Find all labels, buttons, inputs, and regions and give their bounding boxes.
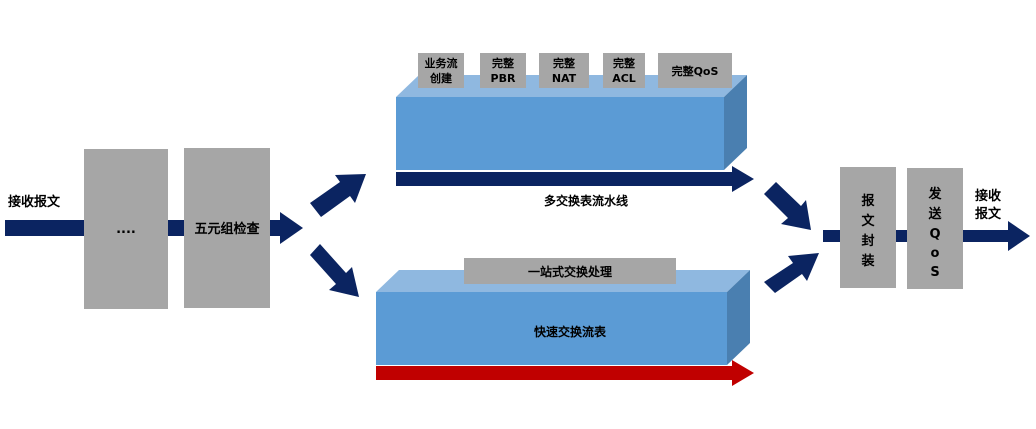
output-arrow xyxy=(963,221,1030,251)
connector-bar-2 xyxy=(896,230,908,242)
fast-table-box-side xyxy=(727,270,750,365)
encap-char-1: 报 xyxy=(861,194,875,209)
tag-pbr xyxy=(480,53,526,88)
tag-flow-create xyxy=(418,53,464,88)
five-tuple-box xyxy=(184,148,270,308)
five-tuple-label: 五元组检查 xyxy=(194,221,260,237)
send-qos-char-1: 发 xyxy=(927,186,942,202)
down-branch-arrow xyxy=(310,244,359,297)
send-qos-box xyxy=(907,168,963,289)
tag-acl-line2: ACL xyxy=(612,72,636,85)
fast-table-box-front xyxy=(376,292,727,365)
connector-bar xyxy=(823,230,841,242)
tag-pbr-line1: 完整 xyxy=(492,56,514,70)
tag-flow-create-line1: 业务流 xyxy=(425,56,458,70)
tag-flow-create-line2: 创建 xyxy=(429,71,453,85)
send-qos-char-2: 送 xyxy=(927,206,942,222)
encap-char-3: 封 xyxy=(861,233,874,249)
multi-pipeline-label: 多交换表流水线 xyxy=(544,193,628,208)
tag-pbr-line2: PBR xyxy=(491,72,516,85)
encap-char-4: 装 xyxy=(860,253,874,269)
tag-nat-line1: 完整 xyxy=(553,56,575,70)
tag-qos xyxy=(658,53,732,88)
receive-out-label-2: 报文 xyxy=(975,206,1002,222)
tag-acl-line1: 完整 xyxy=(613,56,635,70)
receive-out-label-1: 接收 xyxy=(975,188,1002,204)
tag-acl xyxy=(603,53,645,88)
feature-tags: 业务流 创建 完整 PBR 完整 NAT 完整 ACL 完整QoS xyxy=(418,53,732,88)
encap-char-2: 文 xyxy=(861,213,875,229)
fast-path-arrow xyxy=(376,360,754,386)
tag-nat xyxy=(539,53,589,88)
pipeline-box-front xyxy=(396,97,724,170)
send-qos-char-3: Q xyxy=(929,227,940,242)
one-stop-box xyxy=(464,258,676,284)
fast-table-label: 快速交换流表 xyxy=(534,324,607,339)
merge-up-arrow xyxy=(764,253,819,293)
send-qos-char-4: o xyxy=(931,246,940,261)
up-branch-arrow xyxy=(310,174,366,217)
ellipsis-label: .... xyxy=(116,222,136,237)
one-stop-label: 一站式交换处理 xyxy=(528,264,612,279)
tag-qos-line1: 完整QoS xyxy=(672,64,719,78)
ellipsis-box xyxy=(84,149,168,309)
merge-down-arrow xyxy=(764,182,811,230)
send-qos-char-5: S xyxy=(930,265,939,280)
pipeline-arrow xyxy=(396,166,754,192)
encap-box xyxy=(840,167,896,288)
receive-in-label: 接收报文 xyxy=(8,194,61,210)
pipeline-box-side xyxy=(724,75,747,170)
tag-nat-line2: NAT xyxy=(552,72,577,85)
